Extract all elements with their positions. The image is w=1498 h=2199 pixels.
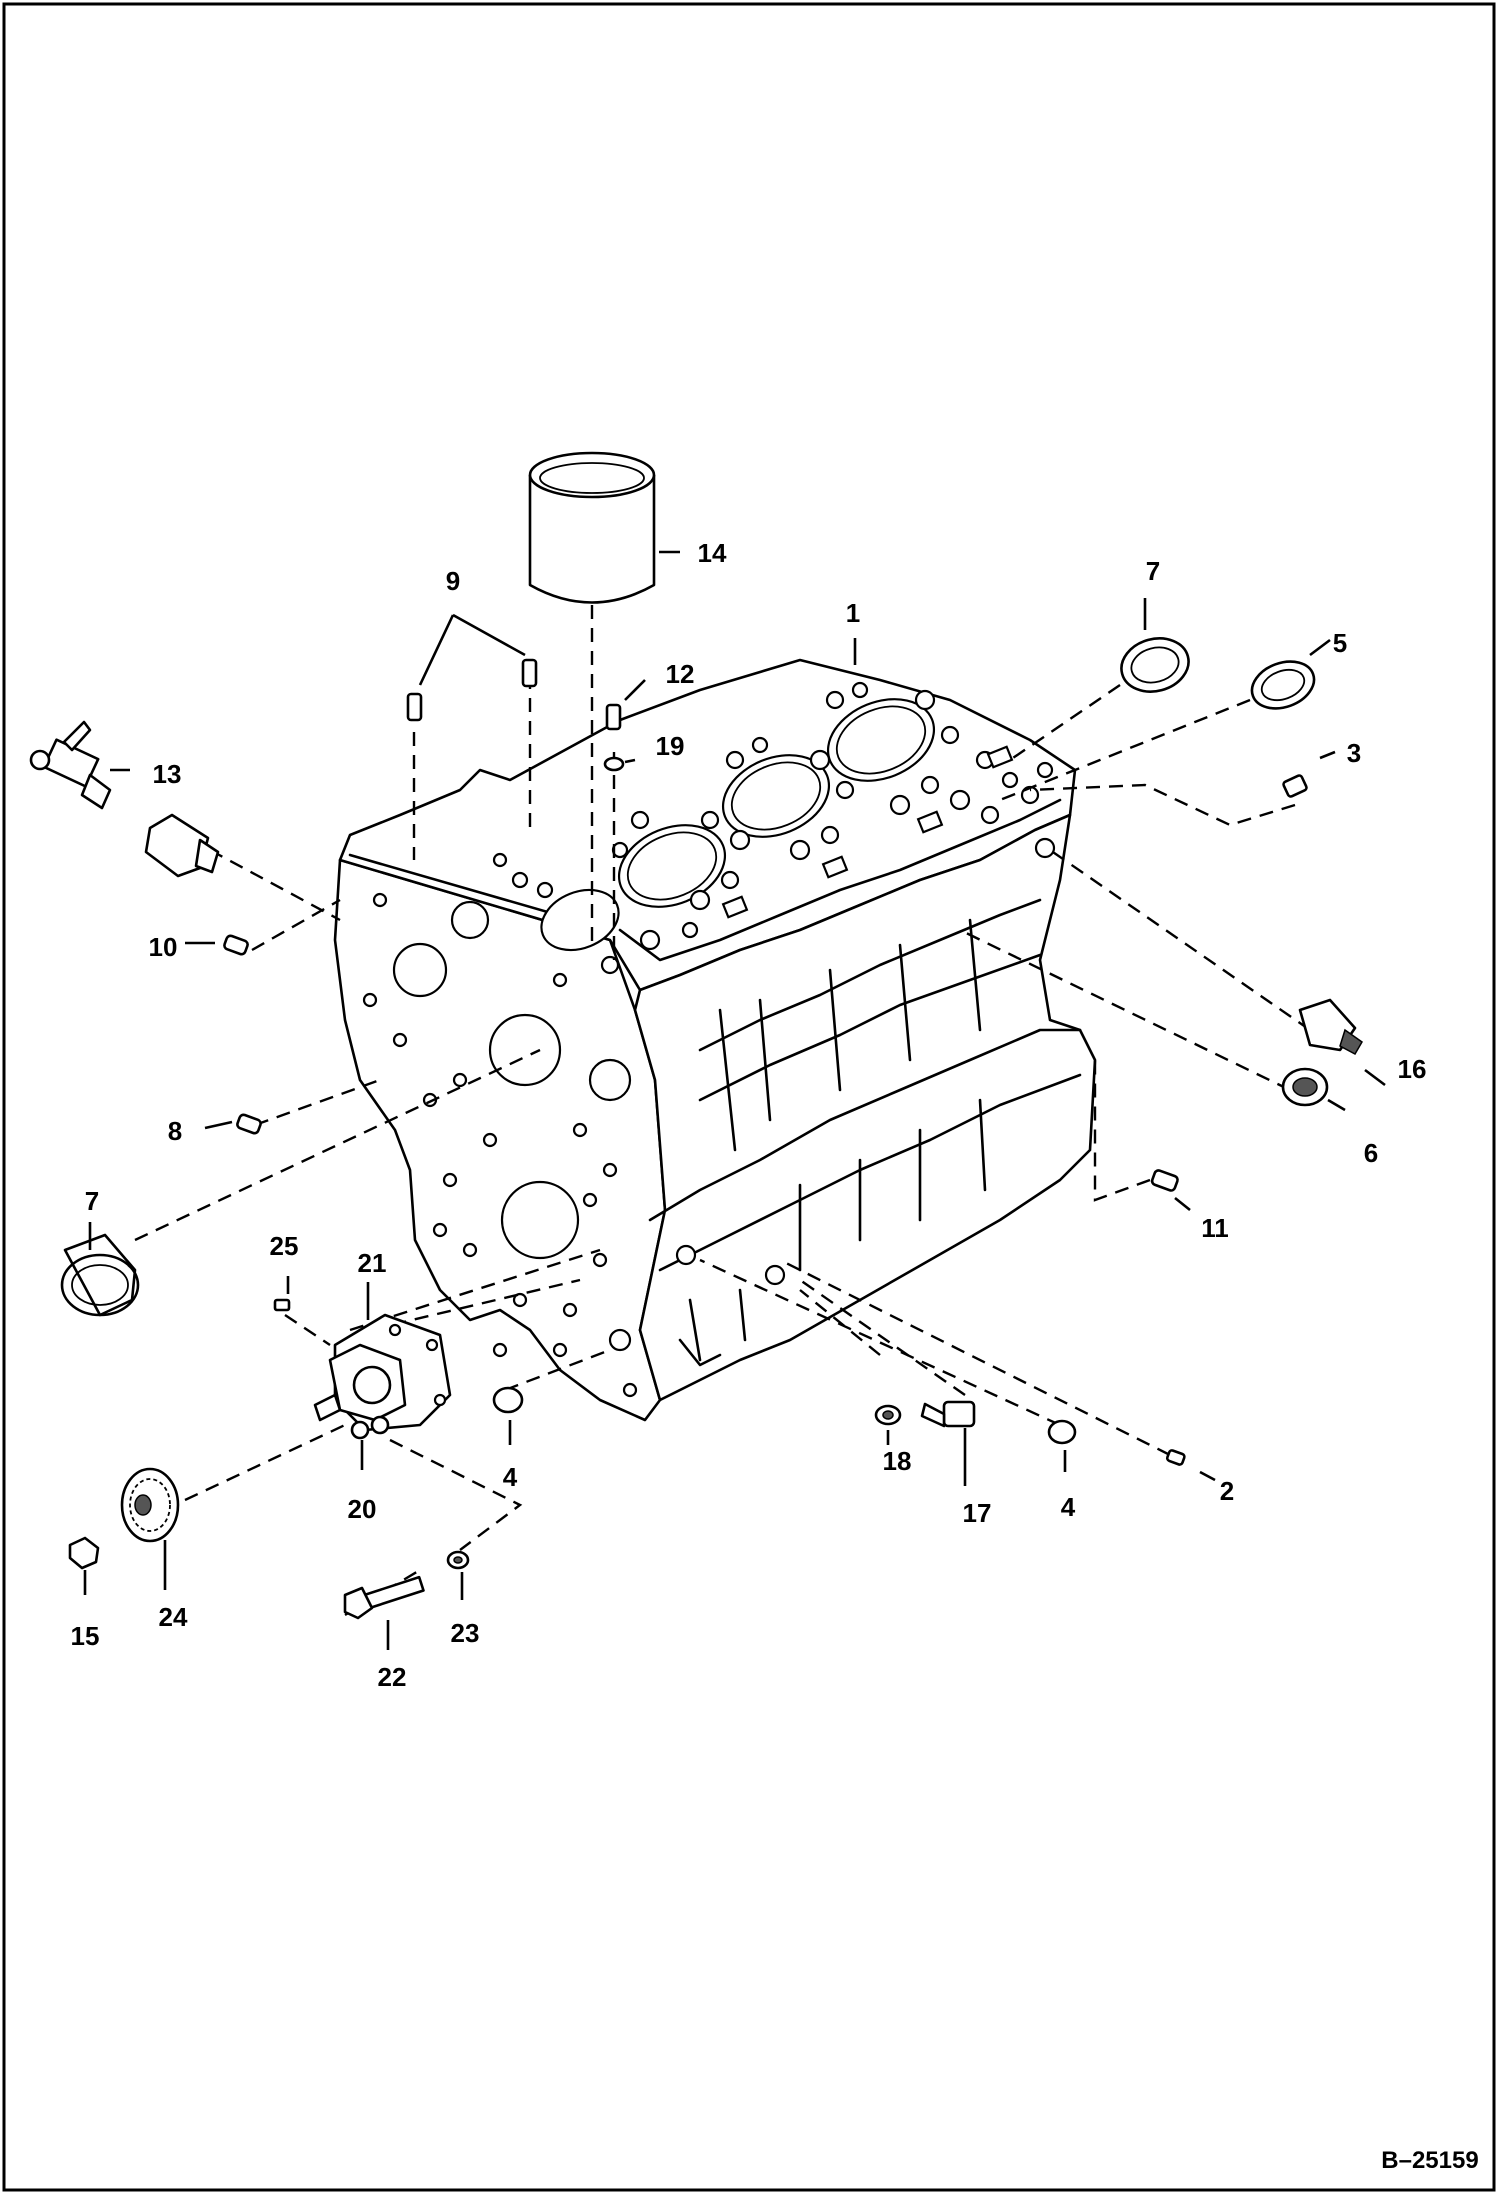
callout-20: 20 xyxy=(348,1494,377,1524)
oil-pump xyxy=(313,1313,452,1440)
callout-14: 14 xyxy=(698,538,727,568)
plug-3 xyxy=(1282,774,1308,798)
dowel-pin-right xyxy=(521,658,538,688)
plug-4-right xyxy=(1047,1419,1077,1445)
callout-17: 17 xyxy=(963,1498,992,1528)
pin-10 xyxy=(223,934,249,956)
callout-1: 1 xyxy=(846,598,860,628)
callout-18: 18 xyxy=(883,1446,912,1476)
callout-15: 15 xyxy=(71,1621,100,1651)
front-face-holes xyxy=(362,892,638,1398)
callout-12: 12 xyxy=(666,659,695,689)
callout-4-right: 4 xyxy=(1061,1492,1076,1522)
plug-2 xyxy=(1165,1449,1186,1466)
o-ring-19 xyxy=(603,756,625,772)
oil-seal-6 xyxy=(1281,1067,1329,1107)
callout-21: 21 xyxy=(358,1248,387,1278)
callout-8: 8 xyxy=(168,1116,182,1146)
callout-7-left: 7 xyxy=(85,1186,99,1216)
callout-25: 25 xyxy=(270,1231,299,1261)
figure-id: B–25159 xyxy=(1381,2147,1478,2174)
dowel-pin-left xyxy=(406,692,423,722)
pin-11 xyxy=(1150,1169,1179,1192)
sensor-16 xyxy=(1298,998,1363,1056)
pin-12 xyxy=(605,703,622,731)
expansion-plug-5 xyxy=(1250,660,1316,710)
deck-holes xyxy=(492,681,1054,975)
cylinder-liner xyxy=(528,451,656,604)
key-25 xyxy=(273,1298,291,1312)
bolt-22 xyxy=(343,1575,425,1620)
expansion-plug-left xyxy=(60,1233,140,1317)
leader-lines xyxy=(83,550,1386,1650)
callout-19: 19 xyxy=(656,731,685,761)
washer-18 xyxy=(874,1404,902,1426)
expansion-plug-top xyxy=(1120,637,1190,693)
callout-9: 9 xyxy=(446,566,460,596)
callout-10: 10 xyxy=(149,932,178,962)
adapter-fitting xyxy=(144,813,220,878)
nut-15 xyxy=(68,1536,100,1570)
bolt-17 xyxy=(920,1400,976,1428)
callout-11: 11 xyxy=(1201,1213,1229,1243)
pin-8 xyxy=(236,1113,262,1135)
callout-13: 13 xyxy=(153,759,182,789)
washer-23 xyxy=(446,1550,470,1570)
callout-6: 6 xyxy=(1364,1138,1378,1168)
callout-16: 16 xyxy=(1398,1054,1427,1084)
callouts: 1 2 3 4 4 5 6 7 7 8 9 10 11 12 13 14 15 … xyxy=(71,538,1427,1692)
callout-5: 5 xyxy=(1333,628,1347,658)
fitting-13 xyxy=(29,720,112,810)
callout-7-top: 7 xyxy=(1146,556,1160,586)
callout-2: 2 xyxy=(1220,1476,1234,1506)
callout-22: 22 xyxy=(378,1662,407,1692)
plug-4-left xyxy=(492,1386,524,1414)
callout-24: 24 xyxy=(159,1602,188,1632)
cylinder-block xyxy=(333,658,1097,1422)
callout-4-left: 4 xyxy=(503,1462,518,1492)
oil-pump-gear xyxy=(120,1467,180,1543)
callout-23: 23 xyxy=(451,1618,480,1648)
callout-3: 3 xyxy=(1347,738,1361,768)
